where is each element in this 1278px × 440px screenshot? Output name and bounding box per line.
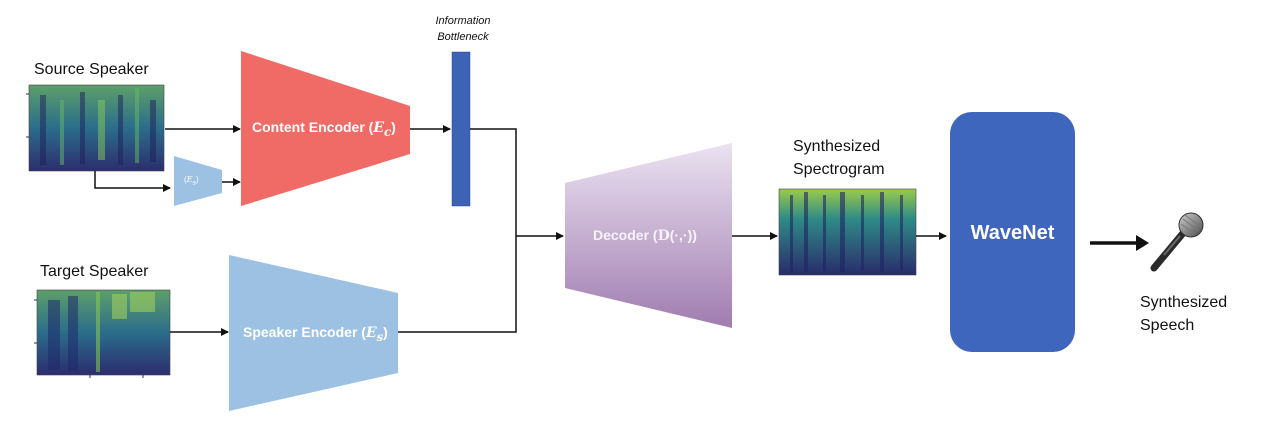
- small-encoder-symbol: E: [186, 175, 193, 184]
- target-spectrogram: [34, 289, 171, 378]
- source-spectrogram: [26, 84, 165, 172]
- speaker-encoder-close: ): [383, 324, 388, 340]
- decoder-label: Decoder (D(·,·)): [593, 227, 697, 244]
- target-speaker-label: Target Speaker: [40, 263, 149, 280]
- small-speaker-encoder-block: [174, 156, 222, 206]
- source-speaker-label: Source Speaker: [34, 61, 149, 78]
- microphone-icon: [1150, 212, 1204, 272]
- content-encoder-close: ): [391, 119, 396, 135]
- content-encoder-label: Content Encoder (Ec): [252, 119, 396, 139]
- synthesized-spectrogram-line2: Spectrogram: [793, 161, 885, 178]
- speaker-encoder-subscript: s: [376, 329, 384, 344]
- decoder-symbol: D: [657, 228, 670, 244]
- content-encoder-symbol: E: [373, 120, 385, 136]
- content-encoder-text: Content Encoder (: [252, 119, 374, 135]
- synthesized-speech-label: Synthesized Speech: [1140, 291, 1227, 337]
- small-encoder-open: (: [184, 175, 187, 184]
- speaker-encoder-symbol: E: [365, 325, 377, 341]
- synthesized-spectrogram-line1: Synthesized: [793, 138, 881, 155]
- content-encoder-block: [241, 51, 410, 206]
- output-arrowhead: [1136, 235, 1149, 251]
- synthesized-spectrogram-label: Synthesized Spectrogram: [793, 135, 885, 181]
- small-encoder-subscript: s: [192, 178, 196, 187]
- decoder-close: ): [692, 227, 697, 243]
- speaker-encoder-text: Speaker Encoder (: [243, 324, 366, 340]
- synthesized-speech-line1: Synthesized: [1140, 294, 1228, 311]
- content-encoder-subscript: c: [384, 124, 392, 139]
- small-encoder-label: (Es): [184, 175, 199, 187]
- wavenet-block: [950, 112, 1075, 352]
- speaker-encoder-block: [229, 255, 398, 411]
- small-encoder-close: ): [195, 175, 199, 184]
- synthesized-spectrogram: [778, 188, 917, 276]
- decoder-block: [565, 143, 732, 328]
- speaker-encoder-label: Speaker Encoder (Es): [243, 324, 388, 344]
- information-bottleneck-line2: Bottleneck: [437, 31, 489, 43]
- information-bottleneck-line1: Information: [435, 15, 491, 27]
- connectors: [94, 125, 947, 336]
- information-bottleneck-bar: [451, 51, 471, 207]
- synthesized-speech-line2: Speech: [1140, 317, 1195, 334]
- decoder-args: (·,·): [669, 227, 693, 243]
- decoder-text: Decoder (: [593, 227, 658, 243]
- information-bottleneck-label: Information Bottleneck: [418, 13, 508, 45]
- wavenet-label: WaveNet: [970, 222, 1055, 244]
